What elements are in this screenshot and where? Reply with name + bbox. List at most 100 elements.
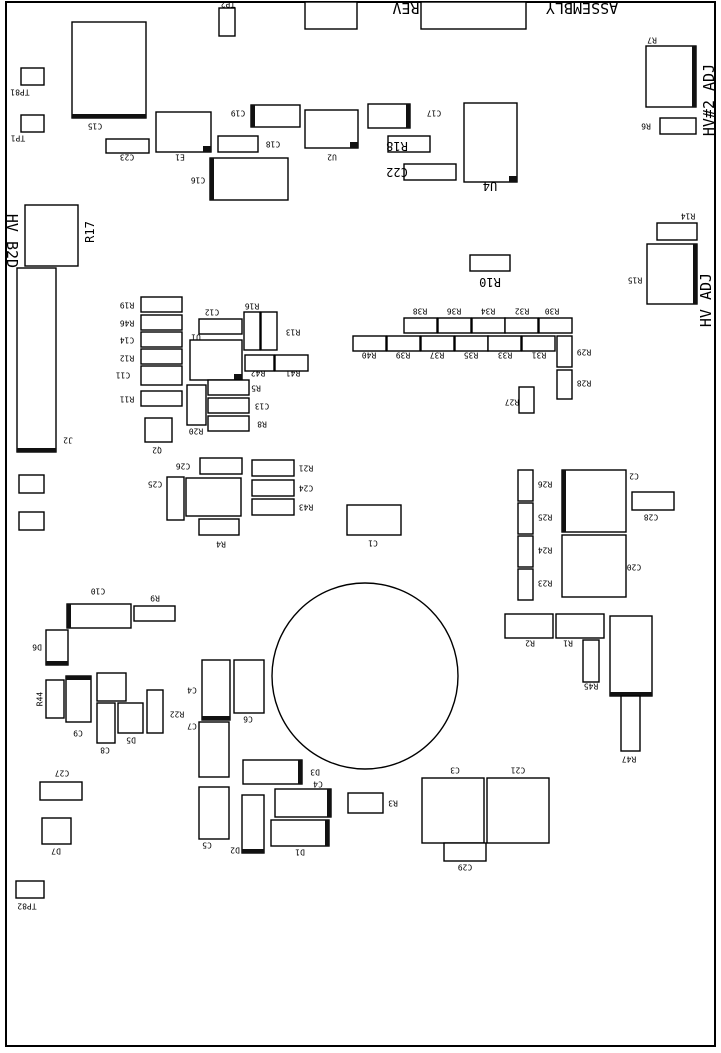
refdes-label: R44 <box>36 692 45 707</box>
refdes-label: R29 <box>577 348 592 357</box>
refdes-label: R35 <box>464 351 479 360</box>
footprint-outline <box>71 21 147 119</box>
footprint-outline <box>463 102 518 183</box>
component-r37: R37 <box>420 335 455 360</box>
footprint-outline <box>207 379 250 396</box>
footprint-outline <box>517 502 534 535</box>
component-r26: R26 <box>517 469 553 502</box>
footprint-outline <box>656 222 698 241</box>
refdes-label: C9 <box>73 729 83 738</box>
footprint-outline <box>146 689 164 734</box>
component-r19: R19 <box>120 296 183 313</box>
component-r44: R44 <box>36 679 65 719</box>
component-tp97 <box>18 474 45 494</box>
component-u4: U4 <box>463 102 518 193</box>
footprint-outline <box>140 331 183 348</box>
component-tp82: TP82 <box>15 880 45 911</box>
pin1-marker <box>298 760 302 784</box>
footprint-outline <box>260 311 278 351</box>
footprint-outline <box>420 335 455 352</box>
refdes-label: R27 <box>505 398 520 407</box>
pin1-marker <box>509 176 517 182</box>
component-c14: C14 <box>120 331 183 348</box>
footprint-outline <box>487 335 522 352</box>
board-outline <box>5 1 716 1047</box>
footprint-outline <box>66 603 132 629</box>
refdes-label: C12 <box>205 308 220 317</box>
component-j2: J2 <box>16 267 73 453</box>
component-c7: C7 <box>187 721 230 778</box>
footprint-outline <box>96 702 116 744</box>
footprint-outline <box>646 243 698 305</box>
footprint-outline <box>304 109 359 149</box>
component-r46: R46 <box>120 314 183 331</box>
footprint-outline <box>198 721 230 778</box>
component-r1: R1 <box>555 613 605 648</box>
footprint-outline <box>504 317 539 334</box>
footprint-outline <box>486 777 550 844</box>
component-r4: R4 <box>198 518 240 549</box>
footprint-outline <box>469 254 511 272</box>
refdes-label: R42 <box>251 369 266 378</box>
footprint-outline <box>207 415 250 432</box>
component-c18: C18 <box>217 135 281 153</box>
component-c4: C4 <box>187 659 231 721</box>
footprint-outline <box>631 491 675 511</box>
footprint-outline <box>443 842 487 862</box>
refdes-label: C18 <box>266 140 281 149</box>
refdes-label: C13 <box>255 402 270 411</box>
refdes-label: C28 <box>644 513 659 522</box>
refdes-label: R20 <box>189 427 204 436</box>
component-j1: J1 <box>609 615 653 709</box>
footprint-outline <box>274 354 309 372</box>
refdes-label: R30 <box>545 307 560 316</box>
footprint-outline <box>538 317 573 334</box>
refdes-label: E1 <box>175 153 185 162</box>
refdes-label: R18 <box>386 139 408 153</box>
pin1-marker <box>327 789 331 817</box>
refdes-label: R4 <box>216 540 226 549</box>
footprint-outline <box>517 535 534 568</box>
component-c12: C12 <box>198 308 243 335</box>
refdes-label: R10 <box>479 275 501 289</box>
battery-holder-outline <box>271 582 459 770</box>
component-c22: C22 <box>386 163 457 181</box>
refdes-label: R37 <box>430 351 445 360</box>
refdes-label: R31 <box>532 351 547 360</box>
component-tp96 <box>18 511 45 531</box>
refdes-label: R13 <box>286 328 301 337</box>
hv-adj-label: HV ADJ <box>697 273 715 327</box>
refdes-label: R33 <box>498 351 513 360</box>
refdes-label: R40 <box>362 351 377 360</box>
component-c11: C11 <box>116 365 183 386</box>
refdes-label: R26 <box>538 480 553 489</box>
refdes-label: D6 <box>32 643 42 652</box>
component-r13: R13 <box>260 311 301 351</box>
footprint-outline <box>244 354 275 372</box>
pin1-marker <box>350 142 358 148</box>
footprint-outline <box>403 317 438 334</box>
component-r9: R9 <box>133 594 176 622</box>
footprint-outline <box>166 476 185 521</box>
component-r41: R41 <box>274 354 309 378</box>
footprint-outline <box>659 117 697 135</box>
component-r16: R16 <box>243 302 261 351</box>
refdes-label: C24 <box>299 484 314 493</box>
footprint-outline <box>96 672 127 702</box>
refdes-label: C21 <box>511 766 526 775</box>
footprint-outline <box>620 695 641 752</box>
pin1-marker <box>692 46 696 107</box>
component-r47: R47 <box>620 695 641 764</box>
refdes-label: U1 <box>191 333 201 342</box>
refdes-label: C26 <box>176 462 191 471</box>
refdes-label: R19 <box>120 301 135 310</box>
footprint-outline <box>140 314 183 331</box>
refdes-label: R38 <box>413 307 428 316</box>
footprint-outline <box>645 45 697 108</box>
refdes-label: R8 <box>257 420 267 429</box>
footprint-outline <box>18 474 45 494</box>
refdes-label: R12 <box>120 354 135 363</box>
component-r39: R39 <box>386 335 421 360</box>
footprint-outline <box>251 498 295 516</box>
refdes-label: U4 <box>483 179 497 193</box>
